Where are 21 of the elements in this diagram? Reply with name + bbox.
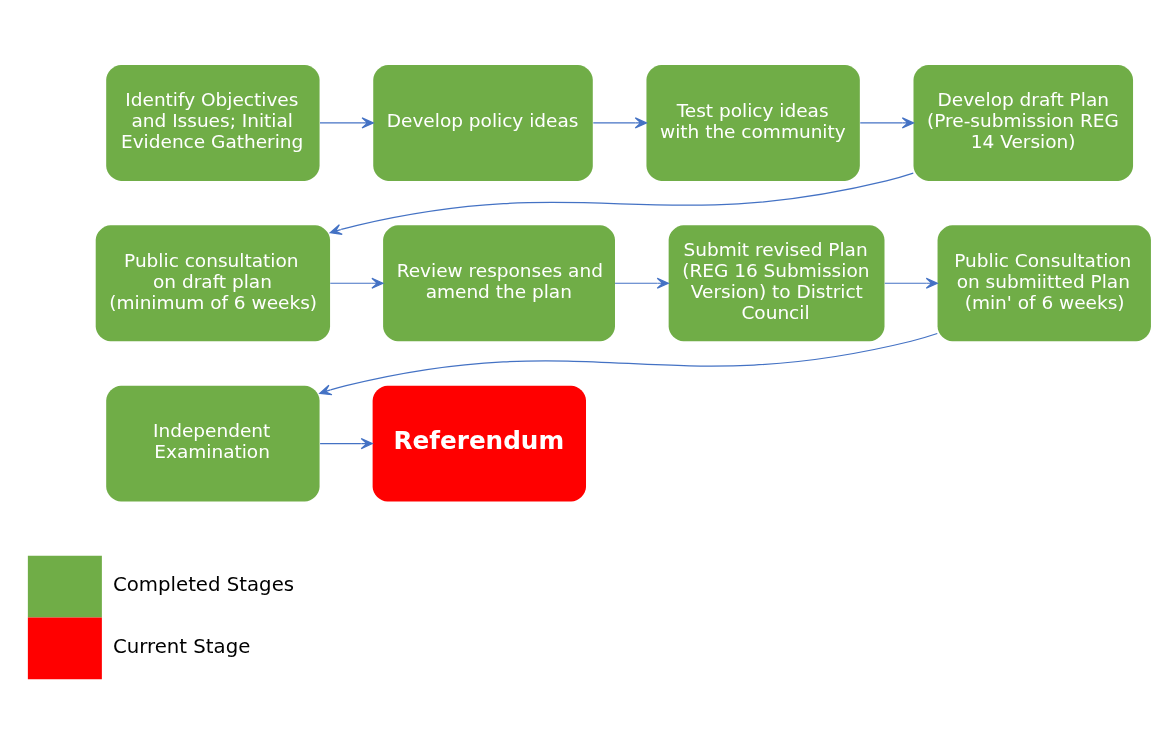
node-box: Develop draft Plan (Pre-submission REG 14 Version) bbox=[913, 64, 1134, 181]
arrow bbox=[329, 172, 914, 235]
arrow bbox=[592, 116, 647, 128]
node-box: Test policy ideas with the community bbox=[646, 64, 860, 181]
node-box: Public Consultation on submiitted Plan (min' of 6 weeks) bbox=[937, 224, 1151, 341]
node-box: Review responses and amend the plan bbox=[383, 224, 615, 341]
legend-label: Completed Stages bbox=[112, 572, 295, 596]
arrow bbox=[614, 277, 669, 289]
legend-label: Current Stage bbox=[112, 634, 251, 658]
node-box: Public consultation on draft plan (minimum of 6 weeks) bbox=[95, 224, 331, 341]
node-box: Identify Objectives and Issues; Initial Evidence Gathering bbox=[106, 64, 320, 181]
arrow bbox=[884, 277, 939, 289]
arrow bbox=[859, 116, 915, 128]
arrow bbox=[329, 277, 384, 289]
arrow bbox=[319, 332, 938, 395]
arrow bbox=[319, 116, 374, 128]
node-box: Referendum bbox=[372, 385, 586, 502]
arrow bbox=[319, 437, 373, 449]
node-box: Develop policy ideas bbox=[373, 64, 593, 181]
node-box: Submit revised Plan (REG 16 Submission Version) to District Council bbox=[668, 224, 885, 341]
node-box: Independent Examination bbox=[106, 385, 320, 502]
